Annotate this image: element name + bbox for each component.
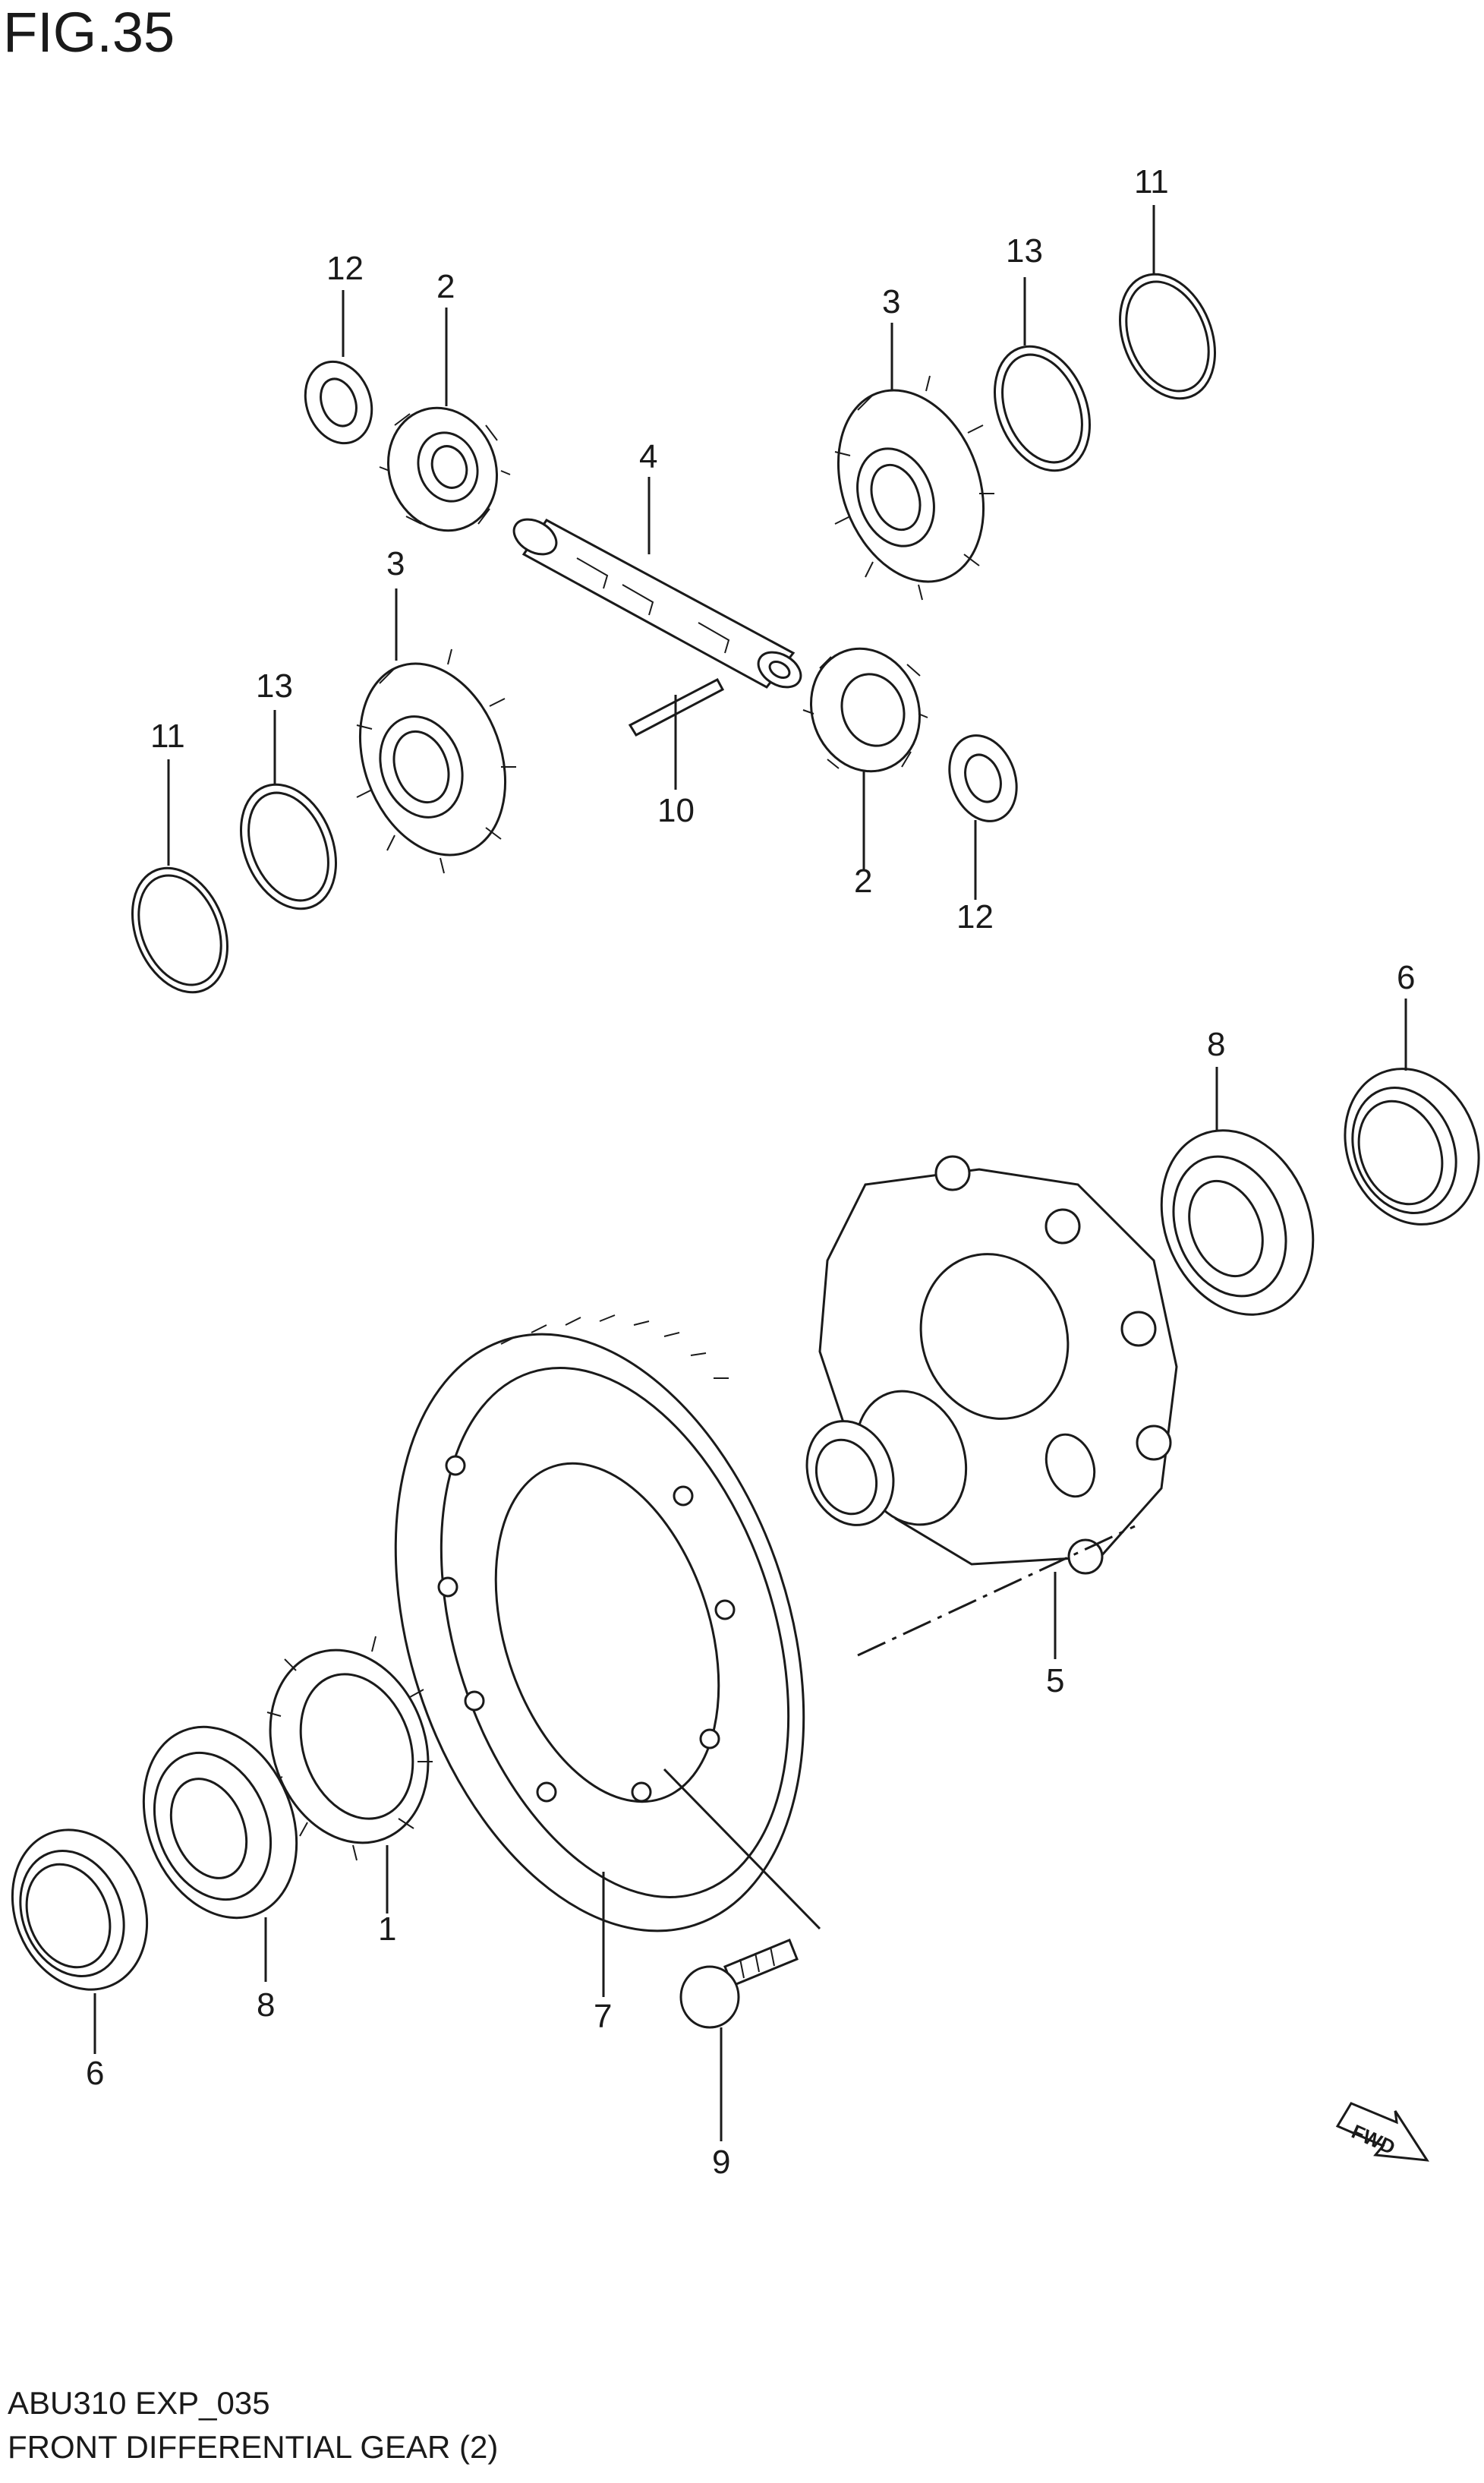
shim-13-lower bbox=[240, 783, 337, 910]
callout-6-upper: 6 bbox=[1397, 959, 1415, 996]
callout-12-lower: 12 bbox=[956, 898, 994, 935]
pinion-shaft-4 bbox=[512, 518, 802, 689]
bolt-guide-line bbox=[663, 1768, 821, 1930]
oil-seal-6-upper bbox=[1344, 1068, 1480, 1226]
ring-gear-7 bbox=[394, 1314, 805, 1932]
bearing-8-lower bbox=[142, 1725, 298, 1920]
diagram-name: FRONT DIFFERENTIAL GEAR (2) bbox=[8, 2429, 499, 2465]
thrust-washer-12-upper bbox=[304, 360, 373, 445]
callout-7: 7 bbox=[594, 1998, 612, 2035]
leader-lines bbox=[93, 205, 1407, 2141]
snap-ring-11-upper bbox=[1119, 273, 1216, 400]
callout-13-lower: 13 bbox=[256, 667, 293, 705]
shim-13-upper bbox=[994, 345, 1091, 472]
callout-2-lower: 2 bbox=[854, 863, 872, 900]
callout-11-lower: 11 bbox=[150, 718, 185, 755]
callout-8-lower: 8 bbox=[257, 1986, 275, 2024]
callout-3-lower: 3 bbox=[386, 545, 405, 582]
oil-seal-6-lower bbox=[11, 1828, 149, 1991]
callout-12-upper: 12 bbox=[326, 250, 364, 287]
callout-4: 4 bbox=[639, 438, 657, 475]
pinion-gear-2-upper bbox=[379, 406, 511, 532]
callout-2-upper: 2 bbox=[436, 268, 455, 305]
callout-11-upper: 11 bbox=[1134, 163, 1169, 200]
thrust-washer-12-lower bbox=[948, 734, 1018, 822]
side-gear-3-lower bbox=[356, 648, 516, 874]
callout-10: 10 bbox=[657, 792, 695, 829]
bolt-9 bbox=[679, 1939, 799, 2029]
figure-title: FIG.35 bbox=[3, 1, 175, 64]
lock-washer-1 bbox=[266, 1636, 433, 1861]
callout-1: 1 bbox=[378, 1910, 396, 1948]
callout-6-lower: 6 bbox=[86, 2055, 104, 2092]
callout-8-upper: 8 bbox=[1207, 1026, 1225, 1063]
pinion-gear-2-lower bbox=[802, 647, 928, 773]
snap-ring-11-lower bbox=[131, 866, 228, 994]
diagram-code: ABU310 EXP_035 bbox=[8, 2385, 270, 2421]
callout-5: 5 bbox=[1046, 1662, 1064, 1699]
assembly-guide-line bbox=[857, 1525, 1136, 1657]
callout-3-upper: 3 bbox=[882, 283, 900, 320]
side-gear-3-upper bbox=[834, 375, 994, 601]
callout-9: 9 bbox=[712, 2144, 730, 2181]
differential-case-5 bbox=[805, 1155, 1178, 1575]
callout-13-upper: 13 bbox=[1006, 232, 1043, 270]
fwd-arrow-icon: FWD bbox=[1335, 2102, 1429, 2162]
callout-labels: 12 2 3 4 13 11 3 13 11 10 2 12 6 8 5 1 8… bbox=[86, 163, 1415, 2181]
bearing-8-upper bbox=[1160, 1129, 1315, 1316]
